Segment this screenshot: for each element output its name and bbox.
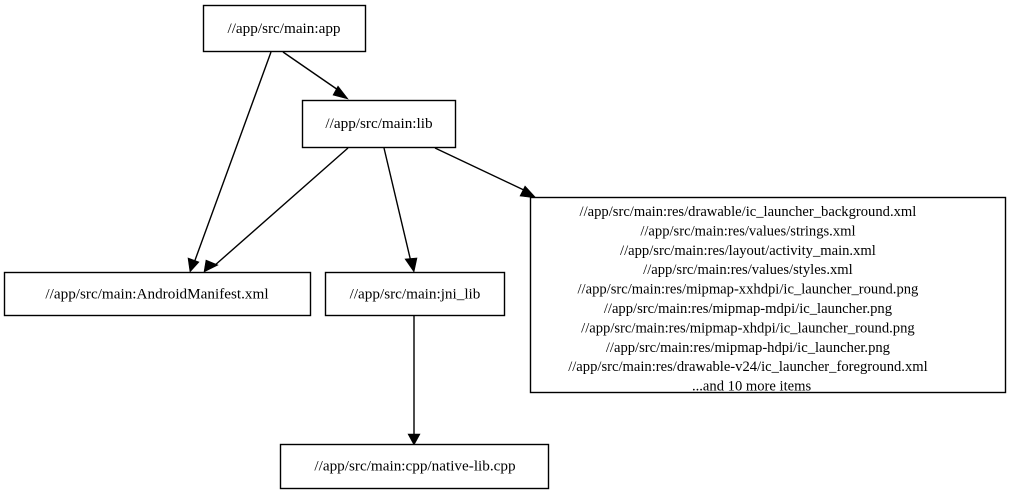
edge-lib-to-manifest bbox=[203, 147, 349, 273]
node-lib[interactable]: //app/src/main:lib bbox=[301, 99, 457, 149]
resource-line: //app/src/main:res/values/strings.xml bbox=[640, 223, 855, 239]
arrow-head bbox=[187, 257, 200, 273]
node-box[interactable] bbox=[3, 271, 312, 317]
edge-lib-to-jni-lib bbox=[383, 147, 418, 273]
edge-line bbox=[434, 147, 529, 193]
arrow-head bbox=[407, 433, 421, 446]
resource-line: //app/src/main:res/drawable/ic_launcher_… bbox=[580, 204, 917, 220]
edge-lib-to-resources bbox=[434, 147, 537, 199]
edge-jni-lib-to-native-lib bbox=[407, 316, 421, 446]
resource-line: ...and 10 more items bbox=[692, 379, 811, 395]
arrow-head bbox=[203, 259, 219, 273]
node-android-manifest[interactable]: //app/src/main:AndroidManifest.xml bbox=[3, 271, 312, 317]
node-label: //app/src/main:AndroidManifest.xml bbox=[45, 285, 268, 302]
arrow-head bbox=[404, 257, 418, 273]
node-box[interactable] bbox=[529, 196, 1007, 394]
node-app[interactable]: //app/src/main:app bbox=[202, 4, 367, 53]
arrow-head bbox=[332, 85, 349, 100]
edge-line bbox=[383, 147, 412, 263]
node-label: //app/src/main:app bbox=[227, 20, 340, 37]
edge-layer bbox=[187, 51, 537, 446]
node-layer: //app/src/main:app //app/src/main:lib //… bbox=[3, 4, 1007, 490]
node-resources-lines: //app/src/main:res/drawable/ic_launcher_… bbox=[568, 204, 968, 395]
resource-line: //app/src/main:res/mipmap-xhdpi/ic_launc… bbox=[581, 320, 915, 336]
edge-app-to-manifest bbox=[187, 51, 272, 273]
node-label: //app/src/main:jni_lib bbox=[350, 285, 481, 302]
resource-line: //app/src/main:res/drawable-v24/ic_launc… bbox=[568, 359, 927, 375]
resource-line: //app/src/main:res/layout/activity_main.… bbox=[620, 243, 876, 259]
resource-line: //app/src/main:res/values/styles.xml bbox=[643, 262, 853, 278]
node-box[interactable] bbox=[301, 99, 457, 149]
resource-line: //app/src/main:res/mipmap-hdpi/ic_launch… bbox=[606, 340, 891, 356]
node-box[interactable] bbox=[279, 443, 550, 490]
resource-line: //app/src/main:res/mipmap-mdpi/ic_launch… bbox=[604, 301, 893, 317]
edge-line bbox=[193, 51, 272, 264]
arrow-head bbox=[519, 185, 537, 199]
node-jni-lib[interactable]: //app/src/main:jni_lib bbox=[324, 271, 506, 317]
node-box[interactable] bbox=[202, 4, 367, 53]
resource-line: //app/src/main:res/mipmap-xxhdpi/ic_laun… bbox=[578, 282, 920, 298]
node-native-lib-cpp[interactable]: //app/src/main:cpp/native-lib.cpp bbox=[279, 443, 550, 490]
edge-line bbox=[282, 51, 342, 93]
node-box[interactable] bbox=[324, 271, 506, 317]
edge-line bbox=[213, 147, 349, 267]
node-label: //app/src/main:cpp/native-lib.cpp bbox=[314, 457, 515, 474]
edge-app-to-lib bbox=[282, 51, 349, 100]
node-resources-bundle[interactable]: //app/src/main:res/drawable/ic_launcher_… bbox=[529, 196, 1007, 395]
node-label: //app/src/main:lib bbox=[325, 115, 433, 132]
